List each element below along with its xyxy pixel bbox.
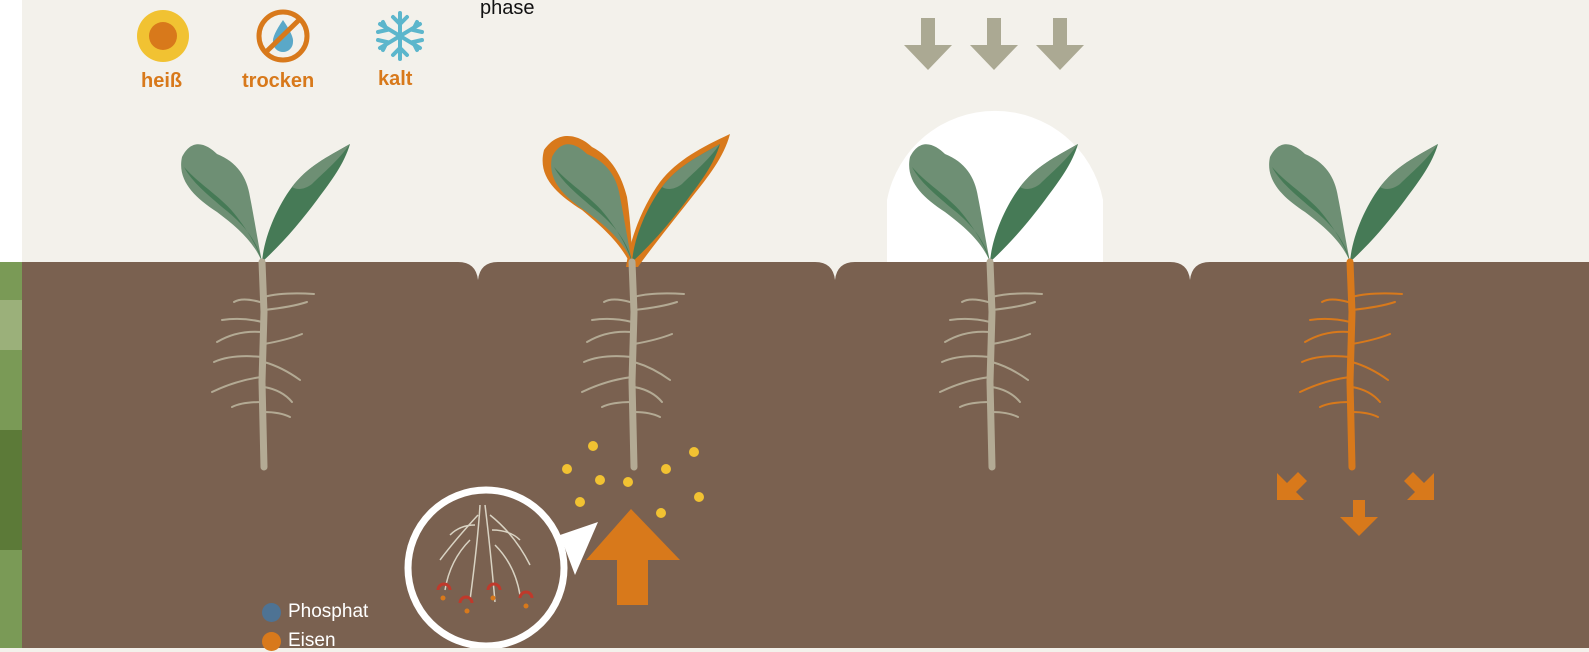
label-dry: trocken xyxy=(242,70,314,93)
legend-label-eisen: Eisen xyxy=(288,630,336,652)
label-cold: kalt xyxy=(378,68,412,91)
legend-item-eisen: Eisen xyxy=(262,630,336,652)
legend-swatch-phosphat xyxy=(262,603,281,622)
legend-item-phosphat: Phosphat xyxy=(262,601,368,623)
legend-label-phosphat: Phosphat xyxy=(288,601,368,623)
sun-icon xyxy=(137,10,189,62)
label-hot: heiß xyxy=(141,70,182,93)
header-text: phase xyxy=(480,0,535,20)
pressure-arrows xyxy=(904,18,1084,70)
